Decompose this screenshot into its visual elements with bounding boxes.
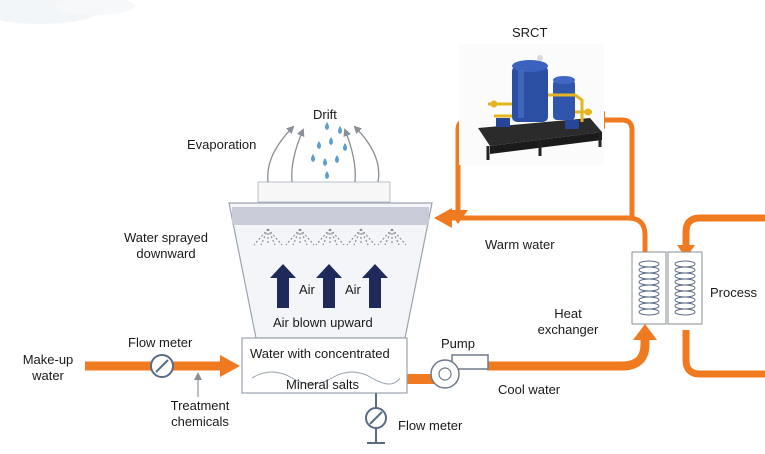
air-label-1: Air [299, 282, 315, 297]
air-label-2: Air [345, 282, 361, 297]
basin-water-line [251, 371, 401, 385]
flow-meter-top-label: Flow meter [128, 335, 193, 350]
droplet [335, 155, 339, 163]
droplet [325, 171, 329, 179]
pump-icon [430, 354, 489, 389]
cool-water-pipe [487, 338, 650, 371]
cool-water-arrowhead [633, 324, 657, 340]
spray-nozzle [377, 228, 407, 246]
heat-exchanger-label-line2: exchanger [537, 322, 599, 337]
droplet [323, 158, 327, 166]
pump-label: Pump [441, 336, 475, 351]
air-arrow-2 [316, 264, 342, 308]
cool-water-label: Cool water [498, 382, 561, 397]
treatment-chemicals-label-line2: chemicals [171, 414, 229, 429]
droplet [311, 154, 315, 162]
spray-distribution-band [232, 207, 429, 225]
spray-nozzles [253, 228, 407, 246]
warm-water-arrowhead [434, 208, 452, 228]
droplet [317, 141, 321, 149]
evaporation-arrows [267, 125, 380, 183]
flow-meter-bottom-icon [365, 393, 387, 444]
droplet [329, 137, 333, 145]
background-smudge [0, 0, 135, 24]
process-loop-pipe [682, 214, 765, 378]
srct-label: SRCT [512, 25, 548, 40]
srct-unit-image [459, 44, 604, 165]
air-arrow-1 [270, 264, 296, 308]
basin-outlet-pipe [405, 374, 435, 384]
warm-water-label: Warm water [485, 237, 555, 252]
spray-nozzle [346, 228, 376, 246]
flow-meter-top-icon [150, 354, 174, 378]
water-sprayed-label-line2: downward [136, 246, 196, 261]
air-arrow-3 [362, 264, 388, 308]
heat-exchanger-right [667, 251, 703, 325]
drift-label: Drift [313, 107, 337, 122]
make-up-arrowhead [220, 355, 240, 377]
treatment-chemicals-label-line1: Treatment [170, 398, 230, 413]
spray-nozzle [285, 228, 315, 246]
basin-label-line1: Water with concentrated [250, 346, 390, 361]
make-up-water-label-line2: water [32, 368, 64, 383]
srct-return-arrowhead [448, 210, 468, 224]
basin [241, 337, 408, 394]
spray-nozzle [253, 228, 283, 246]
droplet [338, 126, 342, 134]
droplet [325, 122, 329, 130]
basin-label-line2: Mineral salts [286, 377, 359, 392]
drift-droplets [311, 122, 347, 179]
spray-nozzle [315, 228, 345, 246]
fan-stack [257, 181, 391, 203]
heat-exchanger-label-line1: Heat [554, 306, 582, 321]
process-label: Process [710, 285, 757, 300]
water-sprayed-label-line1: Water sprayed [123, 230, 209, 245]
droplet [343, 143, 347, 151]
evaporation-label: Evaporation [187, 137, 257, 152]
flow-meter-bottom-label: Flow meter [398, 418, 463, 433]
treatment-pointer [194, 372, 202, 397]
heat-exchanger-left [631, 251, 667, 325]
air-blown-upward-label: Air blown upward [273, 315, 373, 330]
air-arrows [270, 264, 388, 308]
make-up-water-label-line1: Make-up [22, 352, 74, 367]
